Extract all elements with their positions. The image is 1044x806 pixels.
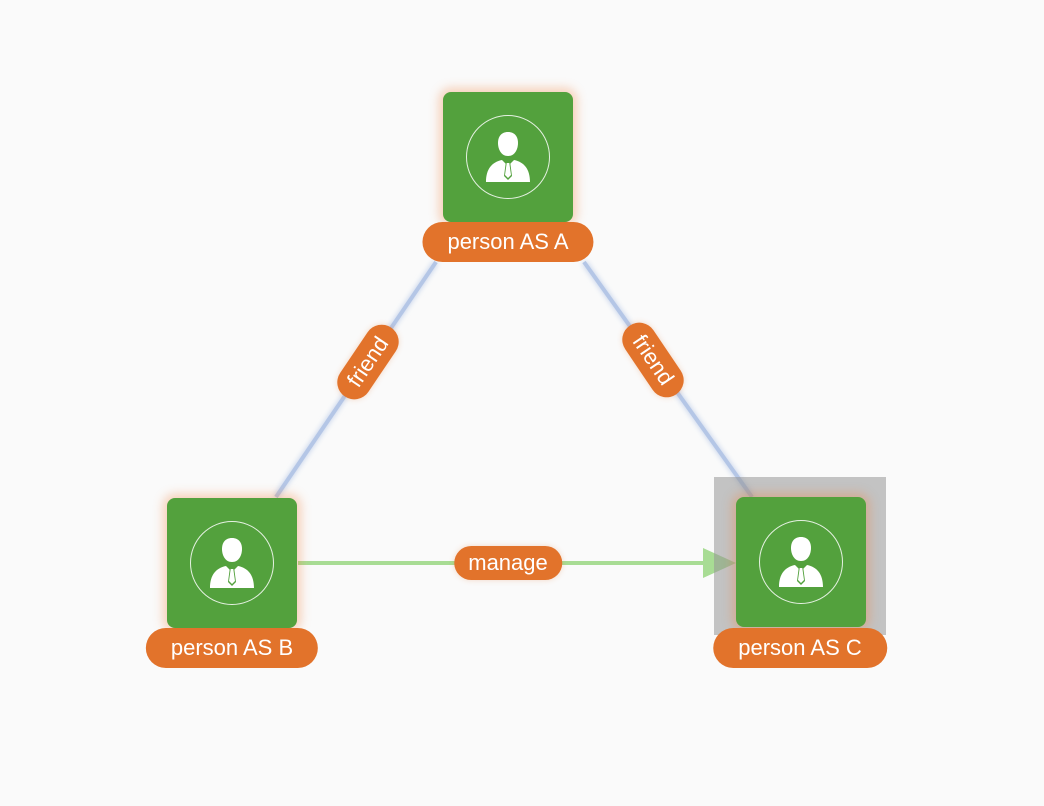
person-icon [210, 538, 254, 588]
node-label-b: person AS B [145, 628, 319, 668]
avatar-ring [759, 520, 843, 604]
node-label-c: person AS C [713, 628, 887, 668]
avatar-ring [190, 521, 274, 605]
node-person-c[interactable] [736, 497, 866, 627]
person-icon [486, 132, 530, 182]
node-person-a[interactable] [443, 92, 573, 222]
person-icon [779, 537, 823, 587]
avatar-ring [466, 115, 550, 199]
node-label-a: person AS A [422, 222, 594, 262]
node-person-b[interactable] [167, 498, 297, 628]
edge-label-manage-b-c: manage [454, 546, 562, 580]
